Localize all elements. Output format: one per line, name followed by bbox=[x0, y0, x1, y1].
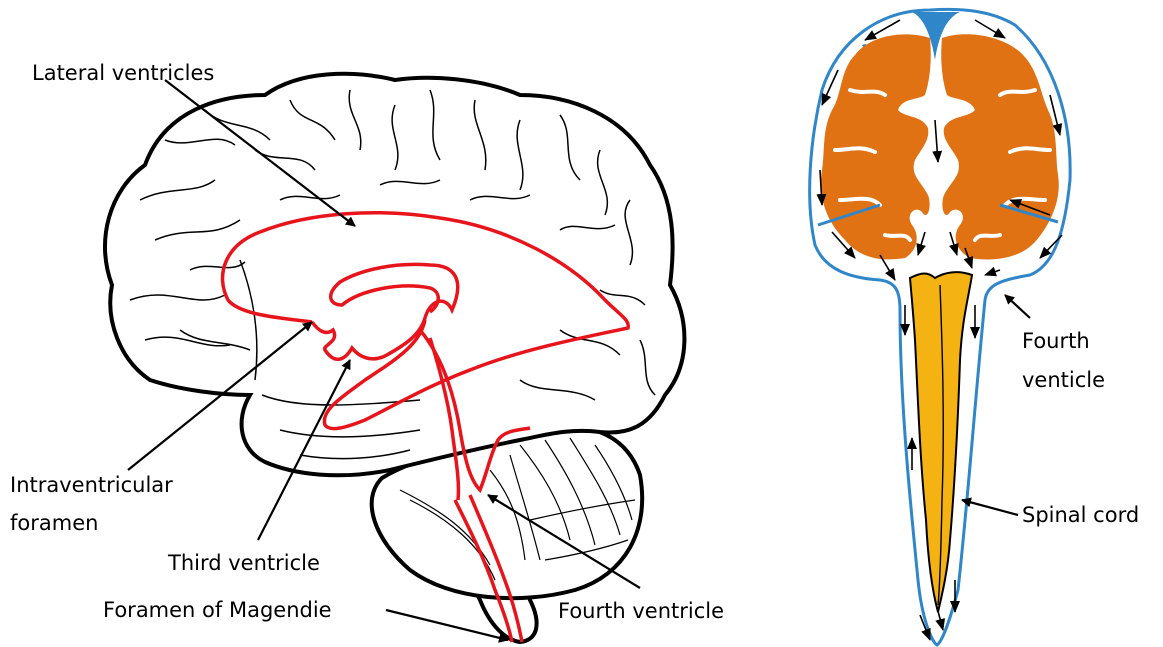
label-foramen-of-magendie: Foramen of Magendie bbox=[103, 597, 332, 623]
label-fourth-venticle-line2: venticle bbox=[1022, 367, 1105, 393]
label-intraventricular-foramen-line1: Intraventricular bbox=[10, 472, 173, 498]
label-fourth-venticle-line1: Fourth bbox=[1022, 328, 1090, 354]
label-third-ventricle: Third ventricle bbox=[168, 550, 320, 576]
label-intraventricular-foramen-line2: foramen bbox=[10, 510, 98, 536]
pointer-fourth-venticle bbox=[1005, 295, 1030, 318]
label-fourth-ventricle: Fourth ventricle bbox=[558, 598, 724, 624]
label-lateral-ventricles: Lateral ventricles bbox=[32, 60, 214, 86]
pointer-spinal-cord bbox=[962, 500, 1018, 515]
label-spinal-cord: Spinal cord bbox=[1022, 502, 1139, 528]
